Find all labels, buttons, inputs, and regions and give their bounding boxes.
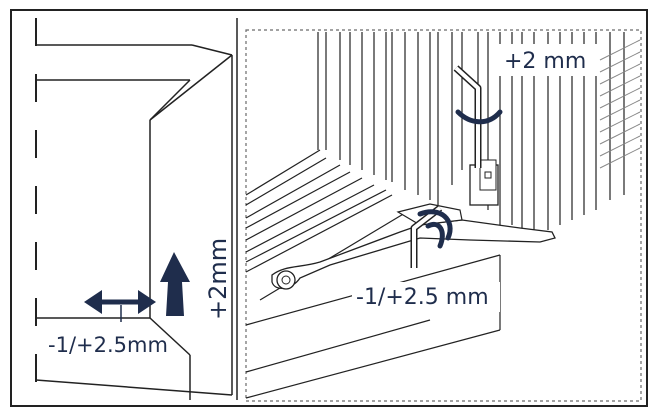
frame-miter-inner	[149, 54, 233, 121]
frame-bottom-miter	[149, 317, 191, 356]
label-bottom-adjust: -1/+2.5 mm	[356, 285, 489, 310]
outer-border	[10, 9, 648, 407]
rotate-arc-icon	[455, 109, 503, 125]
label-horizontal-adjust: -1/+2.5mm	[48, 333, 168, 357]
detail-dotted-border	[245, 29, 642, 402]
label-bg-top	[498, 44, 598, 76]
glass-hatching	[599, 39, 641, 169]
hex-key-top	[453, 65, 482, 168]
hex-key-bottom	[410, 205, 443, 268]
arrow-up-icon	[160, 252, 190, 316]
label-top-adjust: +2 mm	[504, 49, 586, 74]
frame-inner-corner	[149, 79, 191, 121]
frame-bottom-outer	[35, 379, 233, 396]
left-panel: +2mm -1/+2.5mm	[35, 18, 238, 400]
label-vertical-adjust: +2mm	[204, 238, 232, 320]
frame-miter-top-right	[191, 44, 233, 56]
rotate-arc-icon	[417, 209, 453, 249]
double-arrow-horizontal-icon	[84, 290, 156, 322]
label-bg-bottom	[352, 282, 500, 312]
right-panel: +2 mm -1/+2.5 mm	[245, 29, 642, 402]
